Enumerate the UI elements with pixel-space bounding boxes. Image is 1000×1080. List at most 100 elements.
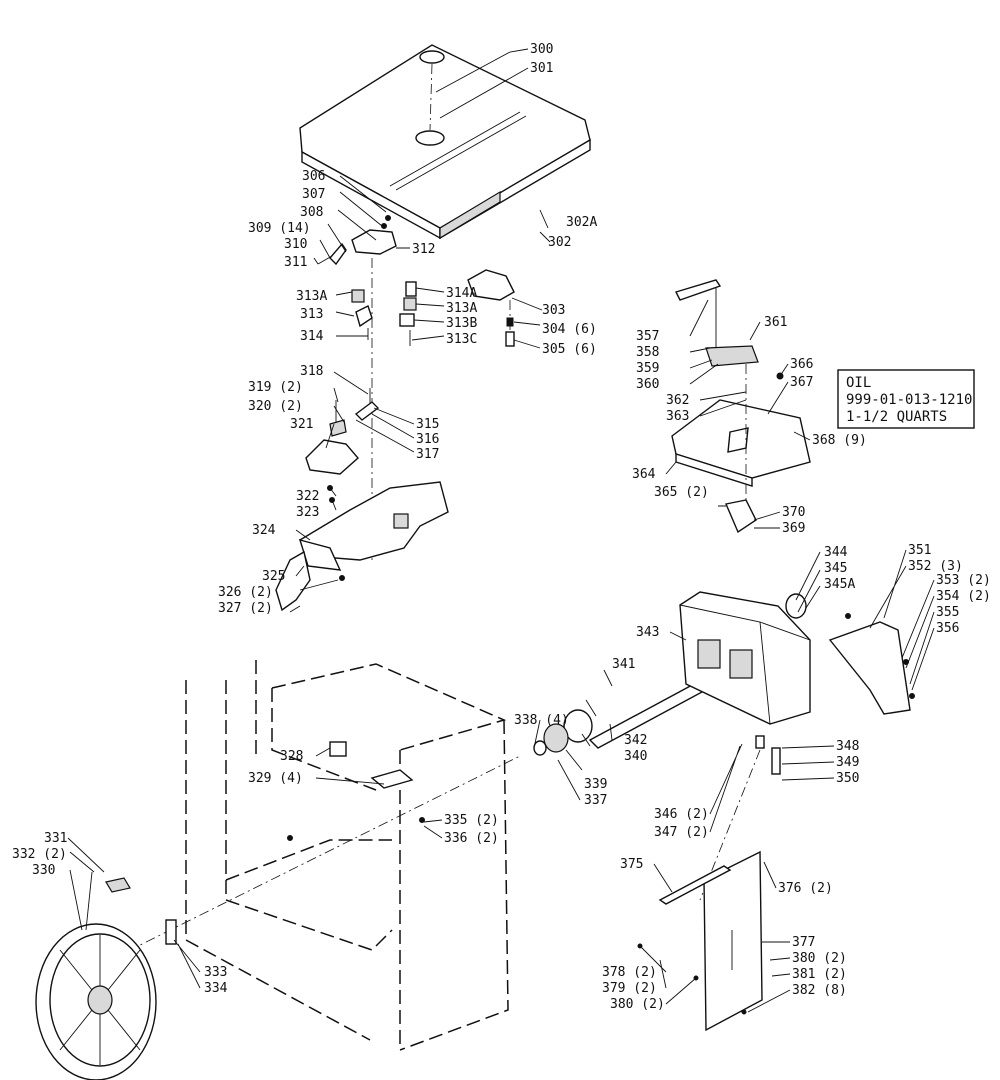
part-label-334: 334 (204, 981, 228, 996)
part-label-321: 321 (290, 417, 313, 432)
part-label-347: 347 (2) (654, 825, 709, 840)
part-label-370: 370 (782, 505, 805, 520)
part-label-361: 361 (764, 315, 787, 330)
part-label-319: 319 (2) (248, 380, 303, 395)
trunnion-clamp-right (467, 269, 515, 347)
part-label-380-left: 380 (2) (610, 997, 665, 1012)
part-label-336: 336 (2) (444, 831, 499, 846)
drive-shaft (533, 669, 730, 756)
part-label-323: 323 (296, 505, 319, 520)
part-label-369: 369 (782, 521, 805, 536)
motor-bracket (828, 613, 915, 715)
table-insert (419, 50, 445, 64)
table-top (299, 44, 591, 240)
lower-wheel (35, 877, 177, 1080)
part-labels: 300 301 302 302A 303 304 (6) 305 (6) 306… (12, 42, 991, 1012)
part-label-337: 337 (584, 793, 607, 808)
part-label-322: 322 (296, 489, 319, 504)
part-label-380-right: 380 (2) (792, 951, 847, 966)
part-label-340: 340 (624, 749, 647, 764)
oil-spec-box: OIL 999-01-013-1210 1-1/2 QUARTS (837, 369, 975, 429)
part-label-313c: 313C (446, 332, 477, 347)
part-label-313a-right: 313A (446, 301, 477, 316)
part-label-350: 350 (836, 771, 859, 786)
part-label-367: 367 (790, 375, 813, 390)
part-label-328: 328 (280, 749, 303, 764)
part-label-307: 307 (302, 187, 325, 202)
part-label-378: 378 (2) (602, 965, 657, 980)
part-label-344: 344 (824, 545, 848, 560)
part-label-359: 359 (636, 361, 659, 376)
part-label-310: 310 (284, 237, 307, 252)
motor-mount-plate (637, 850, 763, 1032)
part-label-360: 360 (636, 377, 659, 392)
part-label-375: 375 (620, 857, 643, 872)
part-label-357: 357 (636, 329, 659, 344)
part-label-348: 348 (836, 739, 859, 754)
part-label-316: 316 (416, 432, 439, 447)
part-label-332: 332 (2) (12, 847, 67, 862)
part-label-304: 304 (6) (542, 322, 597, 337)
part-label-302: 302 (548, 235, 571, 250)
part-label-324: 324 (252, 523, 276, 538)
part-label-318: 318 (300, 364, 323, 379)
part-label-382: 382 (8) (792, 983, 847, 998)
part-label-315: 315 (416, 417, 439, 432)
part-label-365: 365 (2) (654, 485, 709, 500)
cabinet-stand (109, 660, 521, 1051)
part-label-333: 333 (204, 965, 227, 980)
part-label-349: 349 (836, 755, 859, 770)
part-label-312: 312 (412, 242, 435, 257)
part-label-352: 352 (3) (908, 559, 963, 574)
part-label-326: 326 (2) (218, 585, 273, 600)
part-label-335: 335 (2) (444, 813, 499, 828)
trunnion-casting (275, 481, 449, 612)
part-label-320: 320 (2) (248, 399, 303, 414)
part-label-354: 354 (2) (936, 589, 991, 604)
part-label-314: 314 (300, 329, 324, 344)
part-label-313b: 313B (446, 316, 477, 331)
part-label-313a-left: 313A (296, 289, 327, 304)
blade-guide-blocks (351, 281, 417, 346)
part-label-341: 341 (612, 657, 635, 672)
part-label-343: 343 (636, 625, 659, 640)
part-label-376: 376 (2) (778, 881, 833, 896)
part-label-356: 356 (936, 621, 959, 636)
part-label-303: 303 (542, 303, 565, 318)
part-label-355: 355 (936, 605, 959, 620)
part-label-362: 362 (666, 393, 689, 408)
gear-box (679, 591, 811, 901)
leader-lines (67, 48, 935, 1013)
oil-part-number: 999-01-013-1210 (846, 392, 972, 408)
part-label-306: 306 (302, 169, 325, 184)
part-label-339: 339 (584, 777, 607, 792)
part-label-301: 301 (530, 61, 553, 76)
part-label-329: 329 (4) (248, 771, 303, 786)
part-label-366: 366 (790, 357, 813, 372)
part-label-305: 305 (6) (542, 342, 597, 357)
part-label-317: 317 (416, 447, 439, 462)
part-label-331: 331 (44, 831, 67, 846)
part-label-345a: 345A (824, 577, 855, 592)
part-label-346: 346 (2) (654, 807, 709, 822)
part-label-377: 377 (792, 935, 815, 950)
part-label-368: 368 (9) (812, 433, 867, 448)
part-label-308: 308 (300, 205, 323, 220)
part-label-338: 338 (4) (514, 713, 569, 728)
oil-quantity: 1-1/2 QUARTS (846, 409, 947, 425)
part-label-314a: 314A (446, 286, 477, 301)
part-label-300: 300 (530, 42, 553, 57)
part-label-381: 381 (2) (792, 967, 847, 982)
part-label-311: 311 (284, 255, 307, 270)
part-label-327: 327 (2) (218, 601, 273, 616)
part-label-309: 309 (14) (248, 221, 311, 236)
part-label-353: 353 (2) (936, 573, 991, 588)
part-label-364: 364 (632, 467, 656, 482)
oil-cover-assembly (671, 279, 811, 534)
part-label-363: 363 (666, 409, 689, 424)
upper-guide-assembly (305, 388, 380, 503)
part-label-358: 358 (636, 345, 659, 360)
part-label-351: 351 (908, 543, 931, 558)
part-label-379: 379 (2) (602, 981, 657, 996)
